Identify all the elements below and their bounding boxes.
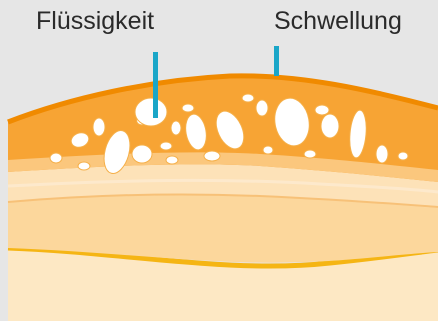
fluid-pocket	[93, 118, 105, 136]
fluid-pocket	[135, 98, 167, 126]
fluid-pocket	[398, 152, 408, 160]
fluid-pocket	[263, 146, 273, 154]
fluid-pocket	[315, 105, 329, 115]
fluid-pocket	[376, 145, 388, 163]
fluid-pocket	[132, 145, 152, 163]
fluid-pocket	[242, 94, 254, 102]
fluid-pocket	[256, 100, 268, 116]
fluid-pocket	[78, 162, 90, 170]
fluid-pocket	[160, 142, 172, 150]
swelling-label: Schwellung	[274, 6, 434, 36]
fluid-pocket	[204, 151, 220, 161]
fluid-label: Flüssigkeit	[36, 6, 236, 36]
fluid-pocket	[321, 114, 339, 138]
fluid-pocket	[304, 150, 316, 158]
fluid-pocket	[166, 156, 178, 164]
fluid-pocket	[182, 104, 194, 112]
fluid-pointer-line	[153, 52, 158, 118]
fluid-pocket	[171, 121, 181, 135]
swelling-pointer-line	[274, 46, 279, 76]
fluid-pocket	[50, 153, 62, 163]
